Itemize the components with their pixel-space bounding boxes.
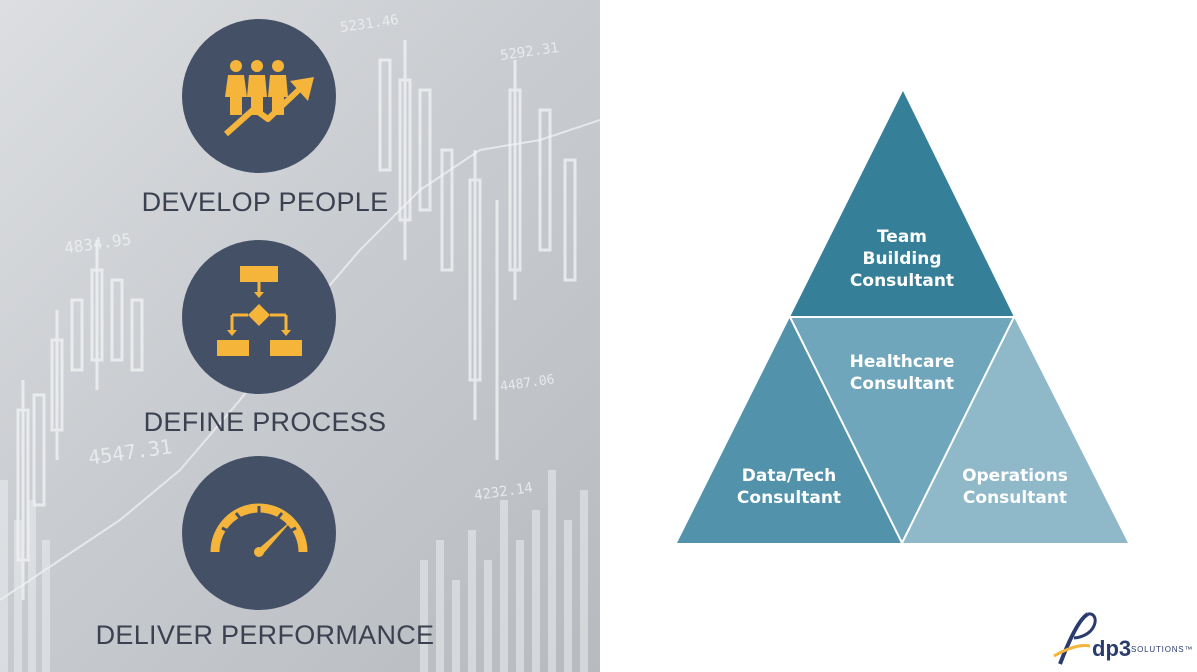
- flowchart-icon: [217, 266, 302, 356]
- pyramid-top-segment: [790, 91, 1014, 317]
- logo-subtitle: SOLUTIONS™: [1131, 645, 1194, 654]
- logo-name: dp3: [1092, 636, 1132, 661]
- develop-people-circle: [182, 19, 336, 173]
- deliver-performance-circle: [182, 456, 336, 610]
- pyramid-right-label: Operations Consultant: [962, 466, 1068, 508]
- pillar-label: DELIVER PERFORMANCE: [95, 620, 435, 650]
- dp3-logo-mark: [1053, 612, 1097, 665]
- right-panel: Team Building Consultant Healthcare Cons…: [600, 0, 1197, 672]
- pillar-label: DEFINE PROCESS: [143, 407, 387, 437]
- pyramid-left-segment: [677, 317, 902, 543]
- stock-chart-background: [0, 470, 588, 672]
- pyramid-center-label: Healthcare Consultant: [849, 352, 955, 394]
- pyramid-left-label: Data/Tech Consultant: [736, 466, 842, 508]
- speedometer-icon: [210, 503, 308, 557]
- pyramid-right-segment: [902, 317, 1128, 543]
- consultant-pyramid: [677, 91, 1128, 544]
- team-growth-icon: [224, 60, 314, 137]
- pillar-label: DEVELOP PEOPLE: [141, 187, 389, 217]
- left-panel: 4547.31 4232.14 4487.06 4834.95 5231.46 …: [0, 0, 600, 672]
- pyramid-center-segment: [790, 317, 1014, 543]
- pyramid-top-label: Team Building Consultant: [849, 227, 955, 291]
- define-process-circle: [182, 240, 336, 394]
